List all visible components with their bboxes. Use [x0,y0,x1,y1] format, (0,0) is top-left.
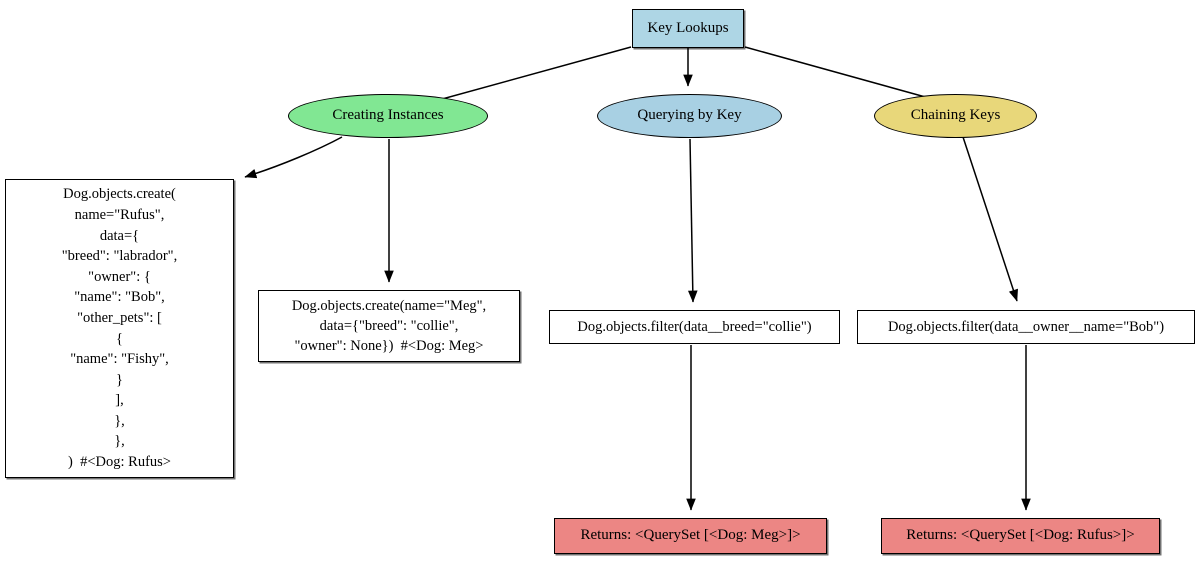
node-returns-meg-label: Returns: <QuerySet [<Dog: Meg>]> [580,527,801,544]
node-key-lookups-label: Key Lookups [647,19,729,36]
edge-creating-instances-create-rufus [244,136,343,179]
node-querying-by-key-label: Querying by Key [637,107,742,124]
node-chaining-keys[interactable]: Chaining Keys [874,94,1037,138]
edge-root-chaining-keys [744,46,948,105]
edge-root-creating-instances [423,46,632,106]
node-filter-breed-label: Dog.objects.filter(data__breed="collie") [577,318,812,335]
node-filter-breed-code[interactable]: Dog.objects.filter(data__breed="collie") [549,310,840,344]
edge-chaining-keys-filter-owner-name [962,136,1018,302]
node-returns-rufus-label: Returns: <QuerySet [<Dog: Rufus>]> [906,527,1135,544]
node-key-lookups[interactable]: Key Lookups [632,9,744,48]
node-create-meg-code[interactable]: Dog.objects.create(name="Meg", data={"br… [258,290,520,362]
node-chaining-keys-label: Chaining Keys [910,107,1001,124]
node-creating-instances[interactable]: Creating Instances [288,94,488,138]
node-create-meg-label: Dog.objects.create(name="Meg", data={"br… [291,297,487,355]
edge-querying-by-key-filter-breed [687,138,698,303]
node-filter-owner-name-code[interactable]: Dog.objects.filter(data__owner__name="Bo… [857,310,1195,344]
node-filter-owner-name-label: Dog.objects.filter(data__owner__name="Bo… [887,318,1165,335]
node-querying-by-key[interactable]: Querying by Key [597,94,782,138]
node-create-rufus-code[interactable]: Dog.objects.create( name="Rufus", data={… [5,179,234,478]
node-creating-instances-label: Creating Instances [332,107,444,124]
node-returns-meg[interactable]: Returns: <QuerySet [<Dog: Meg>]> [554,518,827,554]
node-create-rufus-label: Dog.objects.create( name="Rufus", data={… [61,186,178,470]
node-returns-rufus[interactable]: Returns: <QuerySet [<Dog: Rufus>]> [881,518,1160,554]
